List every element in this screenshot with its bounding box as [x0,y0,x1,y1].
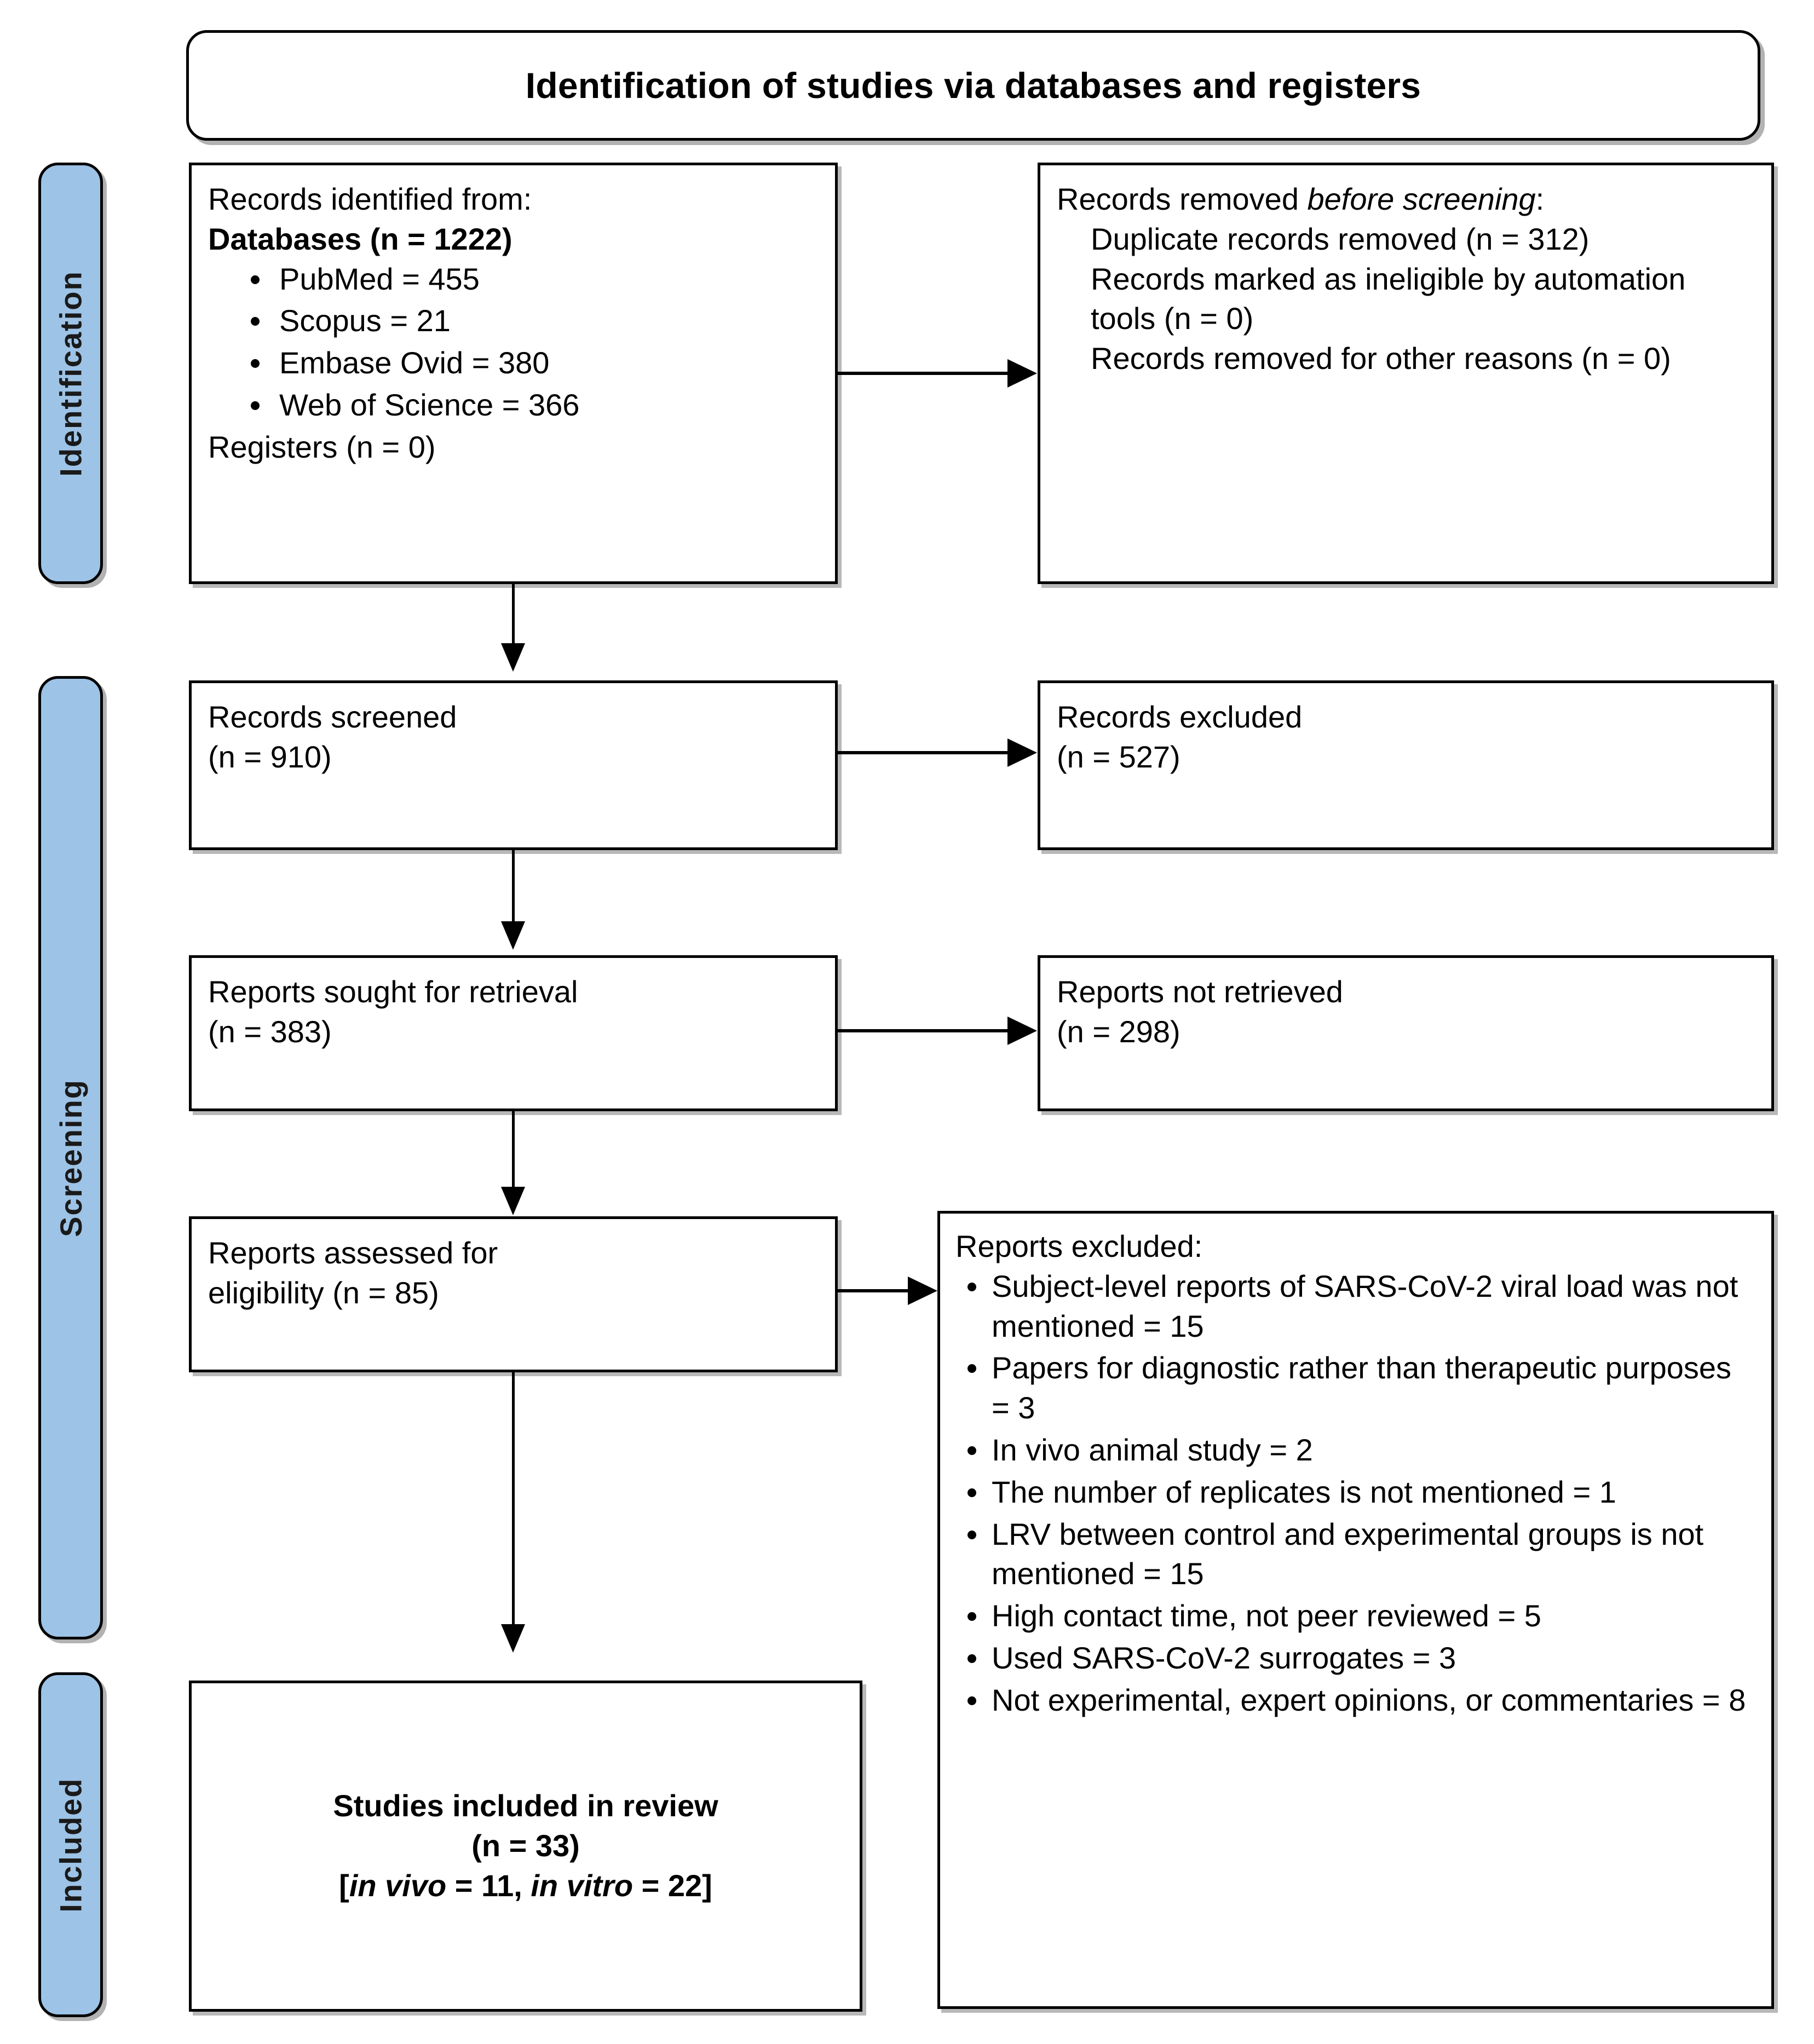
list-item: Not experimental, expert opinions, or co… [955,1681,1756,1720]
diagram-title-banner: Identification of studies via databases … [186,30,1760,141]
stage-bar-included: Included [38,1672,103,2017]
list-item: Web of Science = 366 [208,385,819,425]
arrow-down-icon [501,921,525,950]
list-item: Scopus = 21 [208,301,819,341]
reports-not-retrieved-line2: (n = 298) [1057,1014,1180,1049]
arrow-right-icon [908,1277,937,1305]
stage-label-identification: Identification [53,270,88,477]
list-item: Embase Ovid = 380 [208,343,819,383]
box-records-excluded: Records excluded (n = 527) [1038,680,1774,850]
reports-sought-line2: (n = 383) [208,1014,332,1049]
records-identified-source-list: PubMed = 455 Scopus = 21 Embase Ovid = 3… [208,259,819,425]
box-records-identified: Records identified from: Databases (n = … [189,163,838,584]
records-identified-registers-label: Registers (n = 0) [208,429,436,464]
arrow-down-icon [501,1624,525,1653]
studies-included-bracket-close: ] [702,1868,712,1903]
box-studies-included: Studies included in review (n = 33) [in … [189,1681,862,2012]
list-item: Subject-level reports of SARS-CoV-2 vira… [955,1267,1756,1347]
arrow-down-icon [501,1187,525,1215]
studies-included-bracket-open: [ [339,1868,349,1903]
connector-assessed-to-included [512,1372,515,1630]
arrow-down-icon [501,643,525,672]
connector-identified-to-screened [512,584,515,649]
stage-bar-identification: Identification [38,163,103,584]
reports-excluded-reason-list: Subject-level reports of SARS-CoV-2 vira… [955,1267,1756,1720]
records-removed-list: Duplicate records removed (n = 312) Reco… [1057,220,1755,379]
records-identified-databases-label: Databases (n = 1222) [208,221,512,256]
studies-included-line1: Studies included in review [333,1788,718,1823]
records-excluded-line2: (n = 527) [1057,739,1180,774]
box-records-screened: Records screened (n = 910) [189,680,838,850]
connector-sought-to-assessed [512,1111,515,1192]
box-reports-not-retrieved: Reports not retrieved (n = 298) [1038,955,1774,1111]
list-item: In vivo animal study = 2 [955,1430,1756,1470]
box-reports-sought: Reports sought for retrieval (n = 383) [189,955,838,1111]
stage-bar-screening: Screening [38,676,103,1639]
list-item: LRV between control and experimental gro… [955,1515,1756,1595]
connector-screened-to-excluded [838,751,1007,754]
diagram-title: Identification of studies via databases … [525,65,1421,106]
records-removed-lead-normal: Records removed [1057,182,1308,216]
studies-included-in-vivo-label: in vivo [349,1868,447,1903]
connector-screened-to-sought [512,850,515,927]
list-item: The number of replicates is not mentione… [955,1473,1756,1512]
connector-identified-to-removed [838,372,1007,375]
reports-assessed-line1: Reports assessed for [208,1235,498,1270]
list-item: High contact time, not peer reviewed = 5 [955,1596,1756,1636]
studies-included-line2: (n = 33) [471,1828,580,1863]
list-item: Used SARS-CoV-2 surrogates = 3 [955,1638,1756,1678]
reports-sought-line1: Reports sought for retrieval [208,974,578,1009]
stage-label-screening: Screening [53,1078,88,1237]
arrow-right-icon [1007,1017,1037,1045]
stage-label-included: Included [53,1777,88,1913]
arrow-right-icon [1007,738,1037,767]
connector-assessed-to-excluded [838,1289,909,1292]
list-item: Records removed for other reasons (n = 0… [1091,341,1671,376]
studies-included-in-vitro-label: in vitro [531,1868,634,1903]
list-item: Duplicate records removed (n = 312) [1091,221,1590,256]
arrow-right-icon [1007,359,1037,388]
records-excluded-line1: Records excluded [1057,700,1303,734]
box-reports-assessed: Reports assessed for eligibility (n = 85… [189,1216,838,1372]
records-screened-line1: Records screened [208,700,457,734]
records-removed-lead: Records removed before screening: [1057,180,1755,220]
reports-not-retrieved-line1: Reports not retrieved [1057,974,1343,1009]
reports-assessed-line2: eligibility (n = 85) [208,1275,439,1310]
records-removed-lead-colon: : [1535,182,1545,216]
list-item: Records marked as ineligible by automati… [1091,261,1686,336]
records-removed-lead-italic: before screening [1307,182,1536,216]
studies-included-line3: [in vivo = 11, in vitro = 22] [339,1866,712,1906]
records-identified-lead: Records identified from: [208,182,532,216]
list-item: Papers for diagnostic rather than therap… [955,1348,1756,1428]
records-screened-line2: (n = 910) [208,739,332,774]
box-records-removed: Records removed before screening: Duplic… [1038,163,1774,584]
list-item: PubMed = 455 [208,259,819,299]
reports-excluded-lead: Reports excluded: [955,1229,1203,1263]
connector-sought-to-not-retrieved [838,1029,1007,1032]
box-reports-excluded: Reports excluded: Subject-level reports … [937,1211,1774,2009]
studies-included-in-vitro-value: = 22 [633,1868,702,1903]
studies-included-in-vivo-value: = 11, [446,1868,531,1903]
